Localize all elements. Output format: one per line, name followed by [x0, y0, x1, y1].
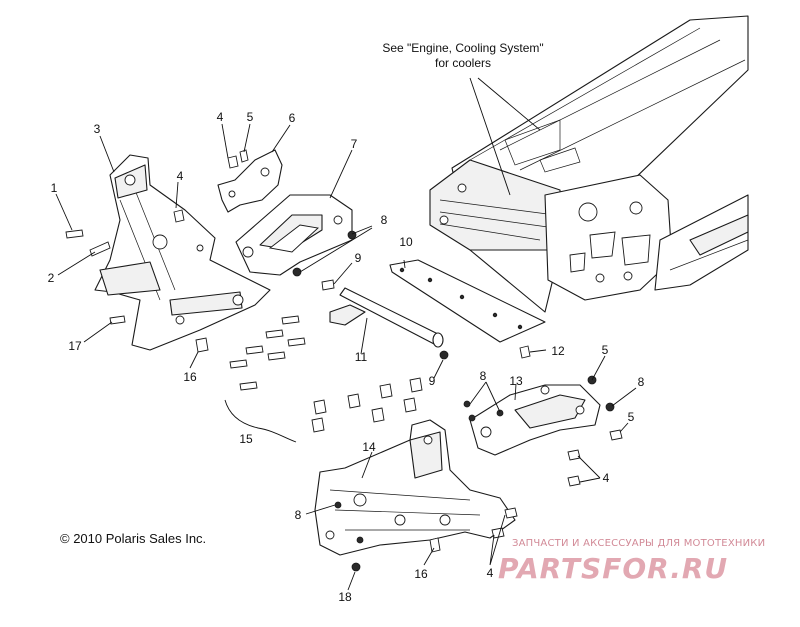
- group-15-bracket-line: [224, 399, 297, 443]
- part-6-bracket: [217, 149, 283, 213]
- callout-5b: 5: [602, 343, 609, 357]
- callout-16b: 16: [414, 567, 428, 581]
- watermark-subtitle: ЗАПЧАСТИ И АКСЕССУАРЫ ДЛЯ МОТОТЕХНИКИ: [512, 538, 765, 549]
- callout-10: 10: [399, 235, 413, 249]
- callout-4b: 4: [217, 110, 224, 124]
- part-3-left-bracket: [89, 154, 271, 351]
- callout-2: 2: [48, 271, 55, 285]
- copyright-text: © 2010 Polaris Sales Inc.: [60, 531, 206, 546]
- callout-4c: 4: [603, 471, 610, 485]
- callout-4a: 4: [177, 169, 184, 183]
- part-14-bracket: [314, 419, 518, 572]
- watermark-brand: PARTSFOR.RU: [498, 552, 728, 585]
- callout-4d: 4: [487, 566, 494, 580]
- leader-lines: [55, 123, 637, 591]
- cooler-note-line1: See "Engine, Cooling System": [382, 41, 543, 55]
- part-11-cross-tube: [321, 279, 449, 360]
- callout-8c: 8: [638, 375, 645, 389]
- callout-11: 11: [355, 350, 368, 364]
- callout-8b: 8: [480, 369, 487, 383]
- cooler-note-line2: for coolers: [435, 56, 491, 70]
- callout-12: 12: [551, 344, 565, 358]
- callout-9b: 9: [429, 374, 436, 388]
- callout-5c: 5: [628, 410, 635, 424]
- callout-16a: 16: [183, 370, 197, 384]
- callout-labels: 1 2 3 4 4 4 4 5 5 5 6 7 8 8 8 8 9 9 10 1…: [48, 110, 645, 604]
- callout-9a: 9: [355, 251, 362, 265]
- bolt-group-15: [65, 209, 531, 433]
- part-7-bracket: [235, 194, 357, 277]
- callout-15: 15: [239, 432, 253, 446]
- callout-5a: 5: [247, 110, 254, 124]
- part-10-plate: [389, 259, 546, 343]
- callout-1: 1: [51, 181, 58, 195]
- callout-17: 17: [68, 339, 82, 353]
- callout-3: 3: [94, 122, 101, 136]
- callout-7: 7: [351, 137, 358, 151]
- callout-14: 14: [362, 440, 376, 454]
- callout-18: 18: [338, 590, 352, 604]
- callout-6: 6: [289, 111, 296, 125]
- callout-8d: 8: [295, 508, 302, 522]
- callout-8a: 8: [381, 213, 388, 227]
- cooler-note-leader: [469, 77, 541, 196]
- chassis-tunnel: [429, 15, 749, 313]
- watermark: ЗАПЧАСТИ И АКСЕССУАРЫ ДЛЯ МОТОТЕХНИКИ PA…: [498, 538, 765, 585]
- part-13-bracket: [463, 375, 623, 487]
- callout-13: 13: [509, 374, 523, 388]
